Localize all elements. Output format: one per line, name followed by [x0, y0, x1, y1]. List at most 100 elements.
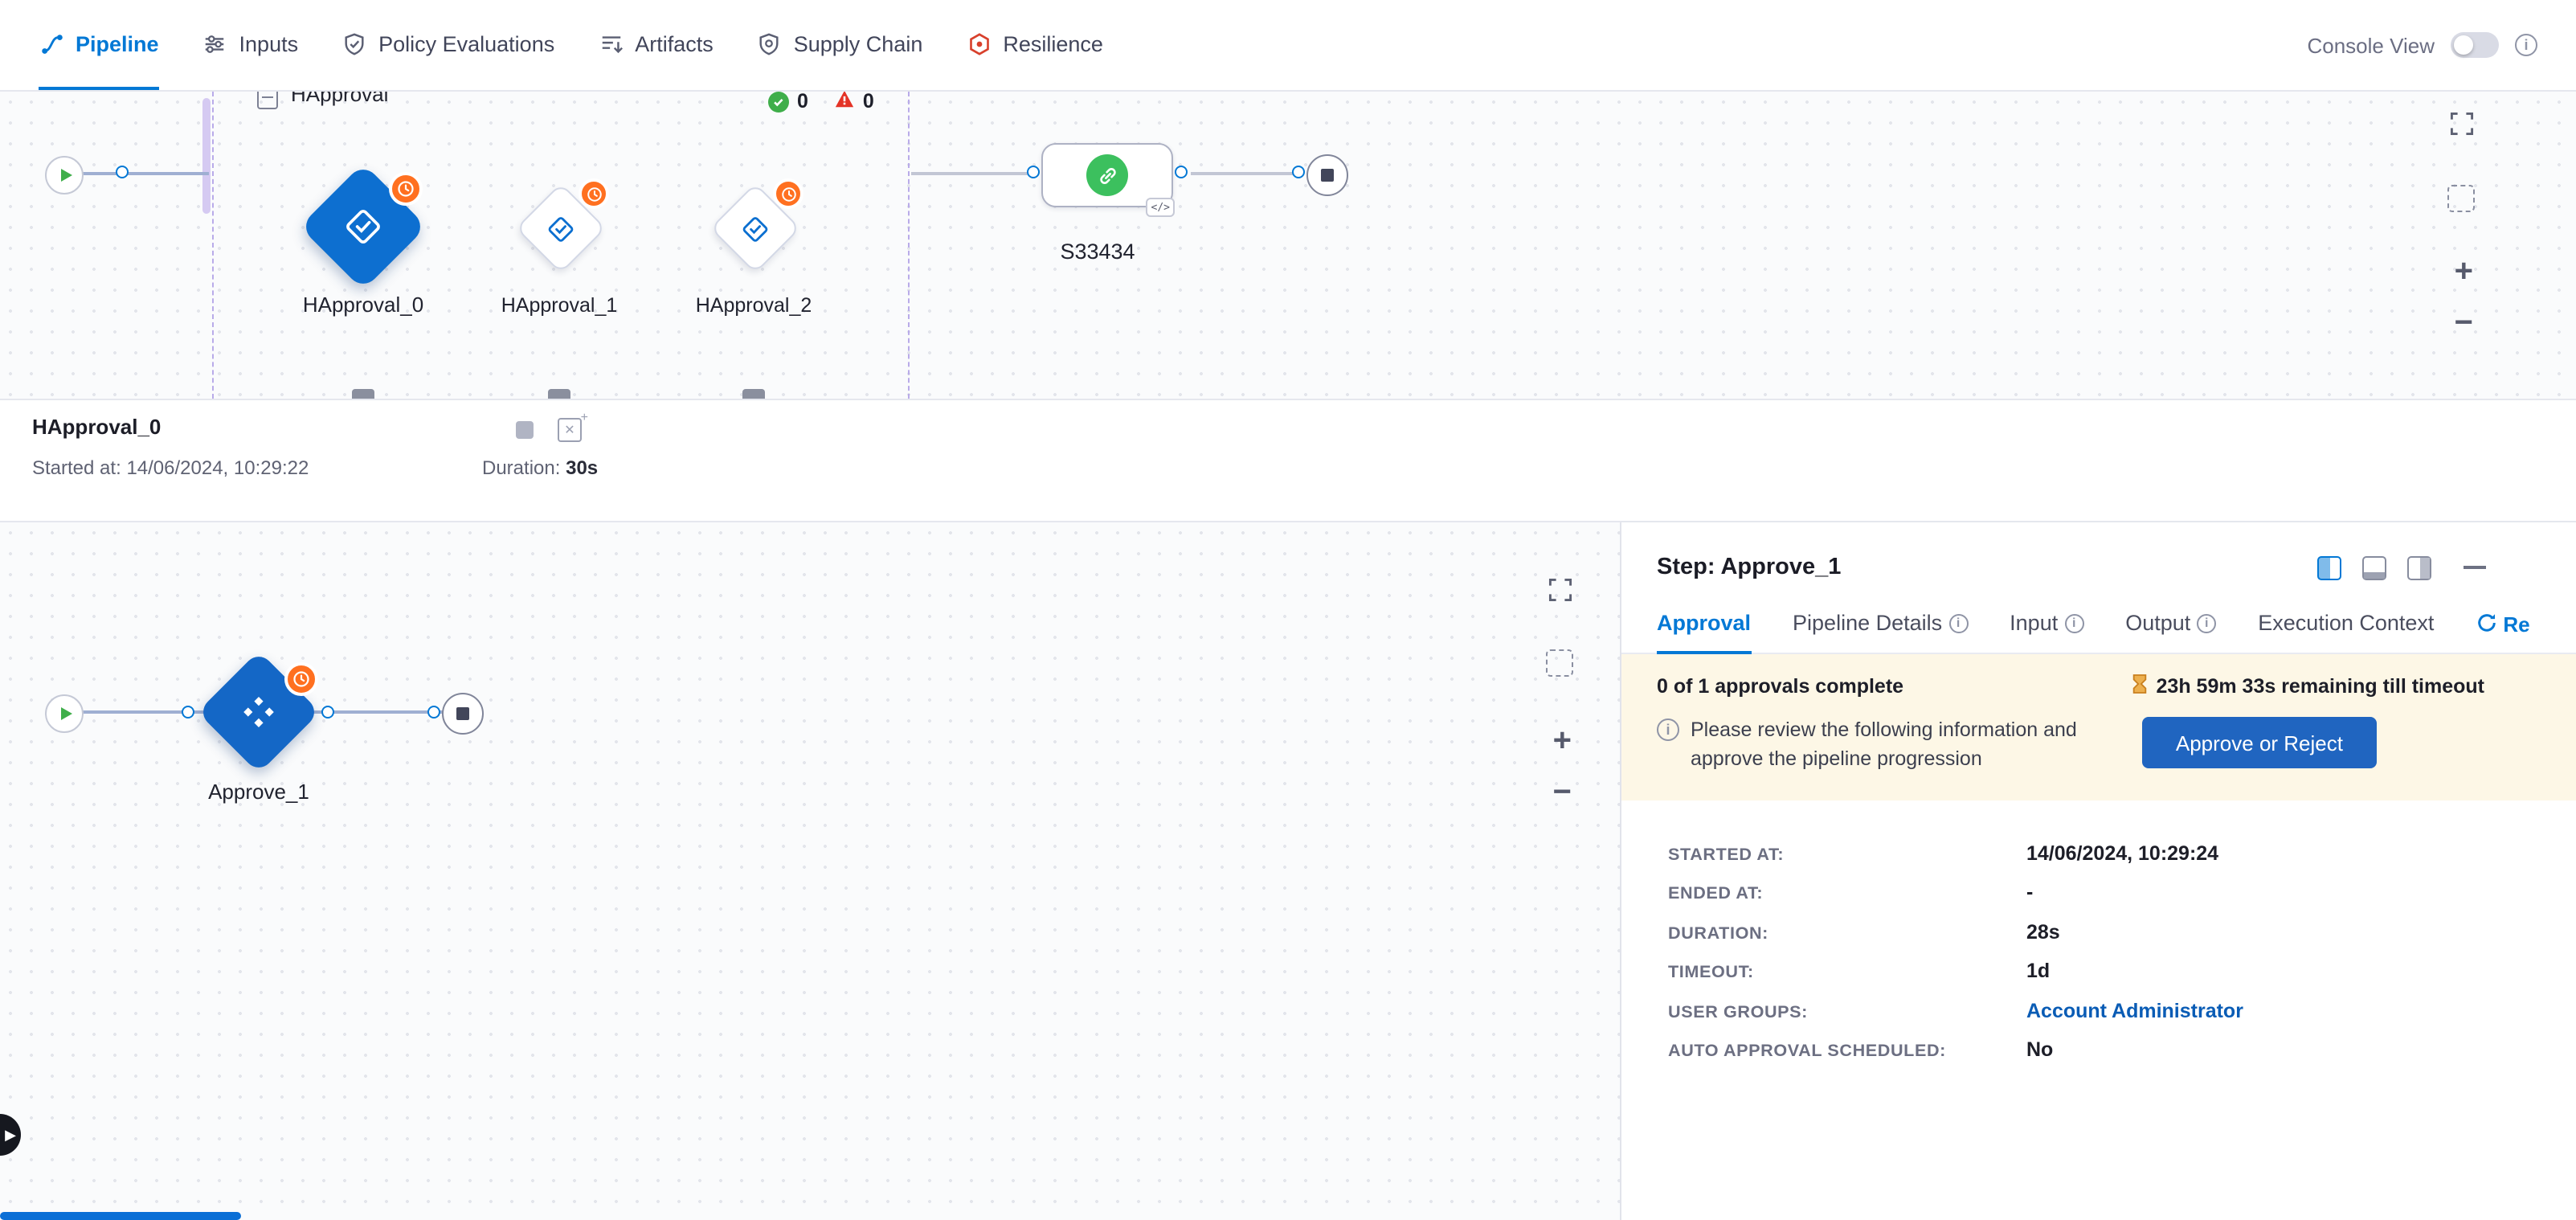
approval-diamond-check-icon: [546, 213, 576, 244]
tab-resilience[interactable]: Resilience: [966, 0, 1103, 90]
duration-value: 30s: [566, 456, 599, 479]
step-label: HApproval_0: [302, 293, 424, 317]
marquee-select-icon[interactable]: [2447, 185, 2475, 212]
stopped-status-icon: [516, 421, 534, 439]
artifacts-icon: [598, 31, 624, 56]
field-row: TIMEOUT: 1d: [1668, 960, 2576, 982]
fullscreen-icon[interactable]: [2447, 109, 2476, 138]
stop-icon: [456, 707, 469, 720]
field-row: STARTED AT: 14/06/2024, 10:29:24: [1668, 841, 2576, 864]
step-node-happroval-0[interactable]: [299, 162, 427, 291]
step-node-s33434[interactable]: </>: [1041, 143, 1175, 217]
approvals-status: 0 of 1 approvals complete: [1657, 675, 1904, 698]
tab-label: Pipeline: [76, 31, 159, 55]
panel-expand-handle[interactable]: ▶: [0, 1114, 21, 1156]
nav-right: Console View i: [2307, 32, 2537, 58]
info-icon: i: [1657, 718, 1679, 741]
console-view-toggle[interactable]: [2451, 32, 2499, 58]
clipped-step-icon: [742, 389, 765, 399]
shield-check-icon: [341, 31, 367, 56]
stop-icon: [1321, 169, 1334, 182]
tab-artifacts[interactable]: Artifacts: [598, 0, 714, 90]
end-node[interactable]: [442, 693, 484, 735]
field-label: STARTED AT:: [1668, 845, 1785, 864]
zoom-in-button[interactable]: +: [2454, 254, 2473, 289]
edge-port: [1027, 166, 1040, 178]
edge-port: [1175, 166, 1188, 178]
info-icon[interactable]: i: [2515, 34, 2537, 56]
refresh-button[interactable]: Re: [2476, 612, 2530, 637]
timeout-remaining: 23h 59m 33s remaining till timeout: [2131, 673, 2484, 699]
step-node-happroval-1[interactable]: [515, 182, 607, 274]
tab-label: Approval: [1657, 611, 1752, 635]
collapse-stage-icon[interactable]: [257, 92, 278, 109]
play-icon: [60, 169, 72, 182]
field-label: AUTO APPROVAL SCHEDULED:: [1668, 1042, 1946, 1061]
tab-label: Execution Context: [2258, 611, 2435, 635]
tab-inputs[interactable]: Inputs: [202, 0, 298, 90]
approval-banner: 0 of 1 approvals complete 23h 59m 33s re…: [1621, 654, 2576, 800]
skip-condition-icon[interactable]: ✕: [558, 410, 588, 442]
horizontal-scrollbar[interactable]: [0, 1212, 241, 1220]
details-tabs: Approval Pipeline Details i Input i Outp…: [1621, 596, 2576, 654]
step-node-happroval-2[interactable]: [709, 182, 801, 274]
duration-text: Duration: 30s: [482, 456, 598, 479]
details-title: Step: Approve_1: [1657, 555, 1842, 580]
layout-bottom-panel-icon[interactable]: [2362, 555, 2386, 579]
tab-policy-evaluations[interactable]: Policy Evaluations: [341, 0, 554, 90]
info-icon[interactable]: i: [1948, 613, 1969, 633]
chain-link-icon: [1086, 154, 1128, 196]
tab-input[interactable]: Input i: [2010, 596, 2084, 654]
start-node[interactable]: [45, 156, 84, 194]
tab-approval[interactable]: Approval: [1657, 596, 1752, 654]
user-group-link[interactable]: Account Administrator: [2026, 999, 2243, 1021]
step-label: HApproval_2: [695, 294, 812, 317]
edge-port: [1292, 166, 1305, 178]
layout-right-panel-icon[interactable]: [2407, 555, 2431, 579]
step-node-approve-1[interactable]: [197, 650, 321, 774]
edge: [911, 172, 1030, 174]
field-row: ENDED AT: -: [1668, 881, 2576, 903]
tab-pipeline[interactable]: Pipeline: [39, 0, 159, 90]
field-value: -: [2026, 881, 2034, 903]
approve-or-reject-button[interactable]: Approve or Reject: [2141, 717, 2377, 768]
field-label: TIMEOUT:: [1668, 963, 1754, 982]
pending-clock-badge: [389, 172, 423, 206]
clipped-step-icon: [352, 389, 374, 399]
info-icon[interactable]: i: [2197, 613, 2217, 633]
approval-diamond-check-icon: [740, 213, 771, 244]
edge-port: [116, 166, 129, 178]
step-graph-canvas[interactable]: Approve_1 + − ▶: [0, 522, 1621, 1220]
end-node[interactable]: [1306, 154, 1348, 196]
duration-label: Duration:: [482, 456, 561, 479]
zoom-in-button[interactable]: +: [1552, 723, 1572, 759]
tab-pipeline-details[interactable]: Pipeline Details i: [1793, 596, 1969, 654]
inputs-icon: [202, 31, 228, 56]
details-header: Step: Approve_1: [1657, 555, 2486, 580]
tab-output[interactable]: Output i: [2125, 596, 2217, 654]
tab-label: Policy Evaluations: [378, 31, 555, 55]
zoom-out-button[interactable]: −: [1552, 775, 1572, 810]
marquee-select-icon[interactable]: [1546, 649, 1573, 677]
fullscreen-icon[interactable]: [1546, 575, 1575, 604]
stage-graph-canvas[interactable]: HApproval 0 0: [0, 92, 2576, 400]
tab-supply-chain[interactable]: Supply Chain: [757, 0, 922, 90]
edge-port: [321, 706, 334, 718]
info-icon[interactable]: i: [2064, 613, 2084, 633]
zoom-out-button[interactable]: −: [2454, 305, 2473, 341]
approval-diamond-check-icon: [342, 206, 384, 248]
field-row: USER GROUPS: Account Administrator: [1668, 999, 2576, 1021]
start-node[interactable]: [45, 694, 84, 733]
layout-left-panel-icon[interactable]: [2317, 555, 2341, 579]
step-label: HApproval_1: [501, 294, 618, 317]
hourglass-icon: [2131, 673, 2149, 699]
pipeline-icon: [39, 31, 64, 56]
timeout-remaining-text: 23h 59m 33s remaining till timeout: [2156, 675, 2484, 698]
minimize-panel-icon[interactable]: [2464, 566, 2486, 569]
edge-port: [427, 706, 440, 718]
tab-execution-context[interactable]: Execution Context: [2258, 596, 2434, 654]
execution-summary-bar: HApproval_0 Started at: 14/06/2024, 10:2…: [0, 400, 2576, 522]
stage-boundary-line: [212, 92, 214, 399]
toggle-knob: [2454, 35, 2473, 55]
field-label: USER GROUPS:: [1668, 1002, 1808, 1021]
